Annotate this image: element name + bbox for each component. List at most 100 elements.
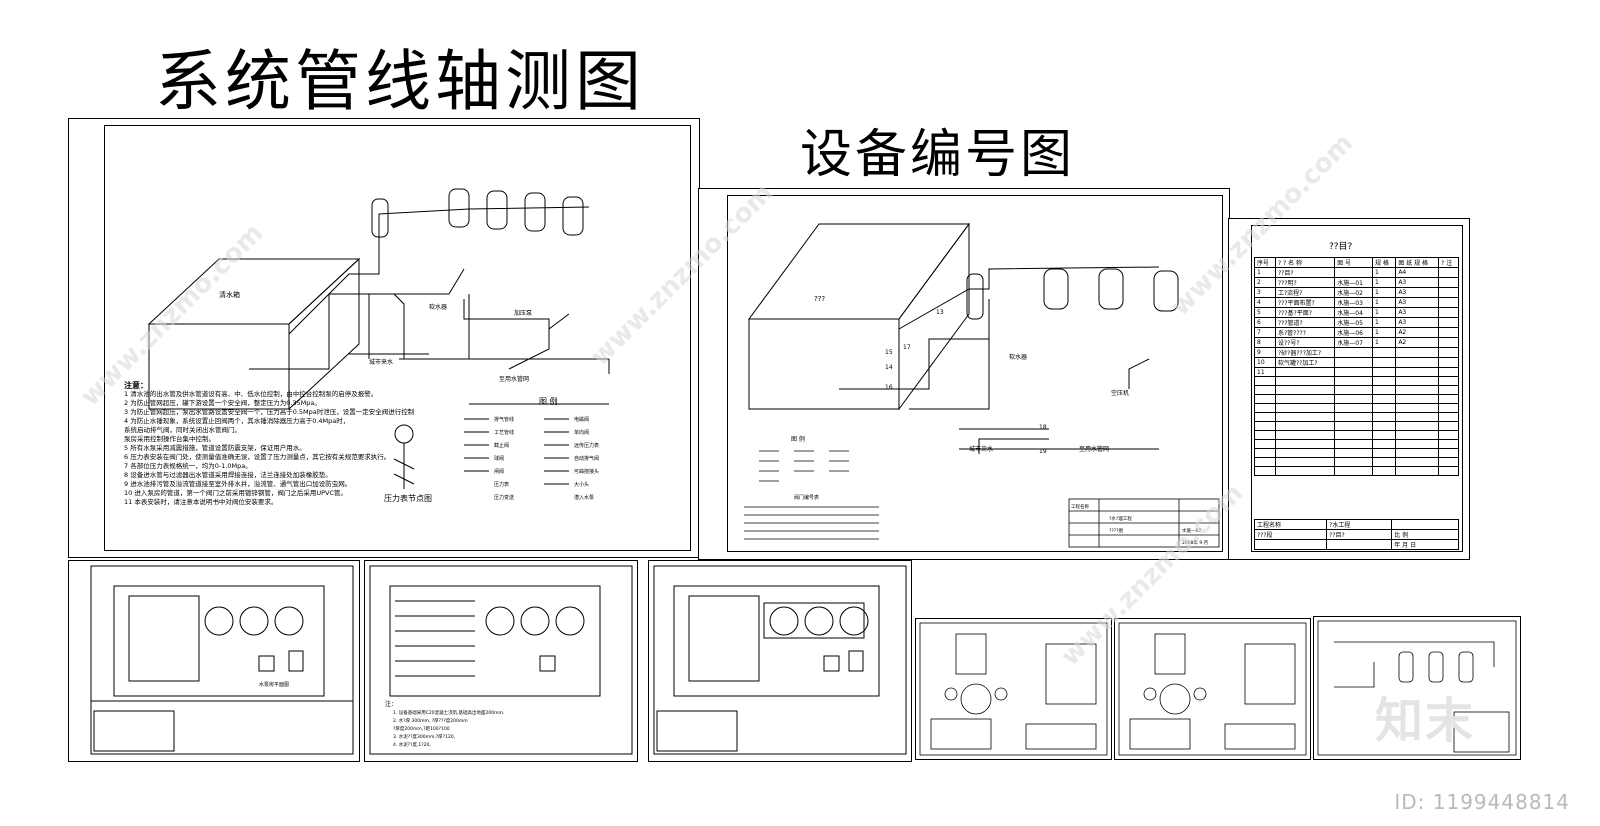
note-line: 3 为防止管网超压，泵出水管路设置安全阀一个，压力高于0.5Mpa时泄压，设置一… bbox=[124, 408, 414, 416]
supply-in-label: 城市来水 bbox=[369, 358, 393, 366]
legend-item: 远传压力表 bbox=[574, 442, 599, 449]
legend-symbols bbox=[464, 418, 569, 485]
plan-sheet-1[interactable]: 水泵房平面图 bbox=[68, 560, 360, 762]
note-line: 泵房采用控制操作台集中控制。 bbox=[124, 435, 215, 443]
supply-in-label-2: 城市来水 bbox=[969, 445, 993, 453]
legend-item: 球阀 bbox=[494, 455, 504, 462]
main-title: 系统管线轴测图 bbox=[155, 43, 645, 120]
isometric-drawing: 清水箱 城市来水 至用水管网 软水器 加 bbox=[147, 188, 610, 503]
plan-drawing-2: 注： 1. 设备基础采用C20混凝土浇筑,基础高出地面200mm. 2. 水?厚… bbox=[369, 565, 633, 755]
equipment-title: 设备编号图 bbox=[800, 125, 1076, 185]
tb-project: ?水?理工程 bbox=[1109, 515, 1132, 522]
index-sheet[interactable]: ??目? 序号 ? ? 名 称 图 号 规 格 图 纸 规 格 ? 注 1??目… bbox=[1228, 218, 1470, 560]
col-head: 序号 bbox=[1254, 257, 1276, 268]
note-line: 7 各部位压力表规格统一，均为0-1.0Mpa。 bbox=[124, 462, 252, 470]
legend-item: 潜入水泵 bbox=[574, 494, 594, 501]
eq-number: 13 bbox=[936, 309, 944, 316]
legend-item: 截止阀 bbox=[494, 442, 509, 449]
legend-item: 单向阀 bbox=[574, 429, 589, 436]
legend-item: 电磁阀 bbox=[574, 416, 589, 423]
tb-company: 工程名称 bbox=[1071, 503, 1089, 510]
legend-title: 图 例 bbox=[539, 396, 558, 406]
legend-item: 可曲挠接头 bbox=[574, 468, 599, 475]
col-head: ? ? 名 称 bbox=[1274, 257, 1336, 268]
equipment-legend-lines bbox=[744, 450, 879, 540]
legend-item: 排气管线 bbox=[494, 416, 514, 423]
eq-number: 17 bbox=[903, 344, 911, 351]
equipment-sheet[interactable]: ??? 13 14 15 16 17 18 19 城市来水 至用水管网 软水器 … bbox=[698, 188, 1230, 560]
softener-label: 软水器 bbox=[429, 303, 447, 311]
logo-text: 知末 bbox=[1375, 693, 1476, 749]
table-row: 11 bbox=[1254, 367, 1459, 377]
detail-sheet-1[interactable] bbox=[915, 618, 1112, 760]
plan-drawing-3 bbox=[653, 565, 907, 755]
legend-item: 压力表 bbox=[494, 481, 509, 488]
equipment-drawing: ??? 13 14 15 16 17 18 19 城市来水 至用水管网 软水器 … bbox=[744, 222, 1220, 548]
note-line: 6 压力表安装在阀门处，使测量值准确无误，设置了压力测量点，其它按有关规范要求执… bbox=[124, 453, 391, 461]
equipment-softeners bbox=[966, 268, 1179, 320]
legend-item: 工艺管线 bbox=[494, 429, 514, 436]
col-head: 图 号 bbox=[1334, 257, 1373, 268]
tb-drawing-no: 水施—07 bbox=[1182, 527, 1201, 534]
detail-drawing-3 bbox=[1317, 620, 1517, 756]
col-head: 规 格 bbox=[1371, 257, 1397, 268]
notes-title: 注意： bbox=[124, 381, 148, 390]
valve-table-title: 阀门编号表 bbox=[794, 494, 819, 501]
outlet-label: 至用水管网 bbox=[499, 375, 529, 383]
equipment-tank bbox=[748, 222, 970, 411]
eq-number: 16 bbox=[885, 384, 893, 391]
detail-sheet-2[interactable] bbox=[1114, 618, 1311, 760]
note-line: 1 清水池的出水管及供水管道设有高、中、低水位控制，由中控台控制泵的启停及报警。 bbox=[124, 390, 378, 398]
tank-label-2: ??? bbox=[814, 295, 825, 303]
detail-sheet-3[interactable] bbox=[1313, 616, 1521, 760]
plan-sheet-2[interactable]: 注： 1. 设备基础采用C20混凝土浇筑,基础高出地面200mm. 2. 水?厚… bbox=[364, 560, 638, 762]
air-label: 空压机 bbox=[1111, 389, 1129, 397]
eq-number: 14 bbox=[885, 364, 893, 371]
note-line: 2 为防止管网超压，罐下游设置一个安全阀，整定压力为0.35Mpa。 bbox=[124, 399, 321, 407]
brand-logo: 知末 bbox=[1375, 681, 1495, 749]
equipment-title-block bbox=[1068, 498, 1220, 548]
tb-date: 2008年 9 月 bbox=[1182, 539, 1208, 546]
softener-tanks bbox=[371, 188, 584, 238]
index-header: ??目? bbox=[1329, 242, 1353, 252]
plan-label-1: 水泵房平面图 bbox=[259, 681, 289, 688]
legend-item: 压力变送 bbox=[494, 494, 514, 501]
plan-note: ?厚度200mm,?距100?100 bbox=[393, 725, 450, 732]
note-line: 10 进入泵房的管道，第一个阀门之前采用镀锌钢管，阀门之后采用UPVC管。 bbox=[124, 489, 347, 497]
plan-note: 4. 水泥??度,1?20, bbox=[393, 741, 431, 748]
detail-drawing-2 bbox=[1118, 622, 1307, 756]
softener-label-2: 软水器 bbox=[1009, 353, 1027, 361]
plan-note: 2. 水?厚.300mm, ?厚???度200mm bbox=[393, 717, 468, 724]
plan-drawing-1: 水泵房平面图 bbox=[90, 565, 354, 755]
tank-label: 清水箱 bbox=[219, 290, 240, 299]
eq-number: 15 bbox=[885, 349, 893, 356]
pressure-gauge-detail bbox=[393, 424, 415, 489]
plan-notes-title: 注： bbox=[385, 700, 397, 708]
isometric-sheet[interactable]: 清水箱 城市来水 至用水管网 软水器 加 bbox=[68, 118, 700, 558]
detail-drawing-1 bbox=[919, 622, 1108, 756]
plan-note: 3. 水泥??度300mm,?厚?120, bbox=[393, 733, 455, 740]
col-head: ? 注 bbox=[1438, 257, 1459, 268]
note-line: 8 设备进水管与过滤器出水管道采用焊接连接，法兰连接处加装橡胶垫。 bbox=[124, 471, 332, 479]
note-line: 系统启动排气阀，同时关闭出水管阀门。 bbox=[124, 426, 241, 434]
water-tank bbox=[147, 257, 361, 411]
legend-item: 闸阀 bbox=[494, 468, 504, 475]
note-line: 11 本表安装时，请注意本说明书中对阀位安装要求。 bbox=[124, 498, 278, 506]
legend-item: 自动排气阀 bbox=[574, 455, 599, 462]
eq-number: 18 bbox=[1039, 424, 1047, 431]
plan-sheet-3[interactable] bbox=[648, 560, 912, 762]
booster-label: 加压泵 bbox=[514, 309, 532, 317]
col-head: 图 纸 规 格 bbox=[1395, 257, 1440, 268]
tb-drawing: ????图 bbox=[1109, 528, 1124, 534]
note-line: 9 进水池排污管及溢流管道接至室外排水井，溢流管、通气管出口加设防虫网。 bbox=[124, 480, 352, 488]
legend-item: 大小头 bbox=[574, 481, 589, 488]
notes-block: 注意： 1 清水池的出水管及供水管道设有高、中、低水位控制，由中控台控制泵的启停… bbox=[124, 381, 414, 507]
legend-title-2: 图 例 bbox=[791, 435, 805, 443]
